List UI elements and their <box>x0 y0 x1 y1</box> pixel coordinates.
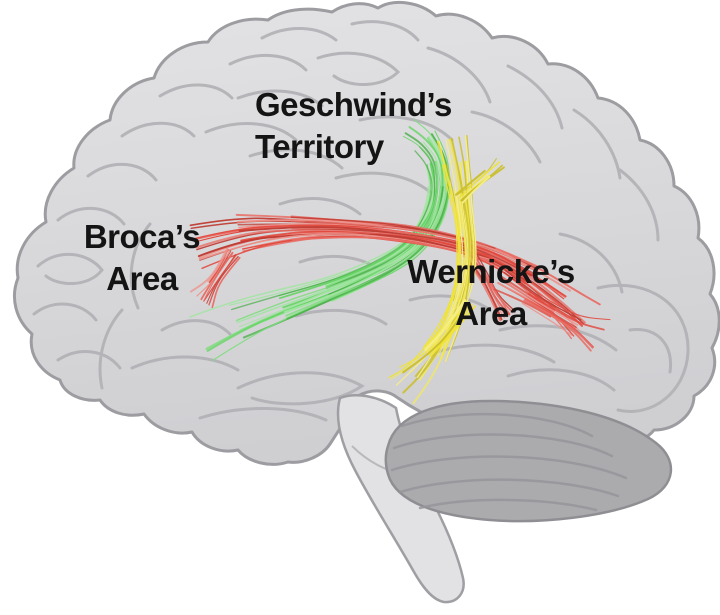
label-geschwind-territory: Geschwind’s Territory <box>255 84 452 168</box>
label-wernicke-area: Wernicke’s Area <box>341 251 641 335</box>
posterior-segment-yellow-fiber <box>458 136 473 305</box>
anterior-segment-green <box>189 119 452 362</box>
wernicke-fan-red-fiber <box>504 269 582 321</box>
wernicke-wisp-yellow-fiber <box>402 302 471 374</box>
gyri-lines <box>32 20 690 422</box>
posterior-segment-yellow-fiber <box>388 164 462 379</box>
long-segment-red-fiber <box>290 216 496 249</box>
broca-terminal-red-fiber <box>203 254 237 302</box>
wernicke-wisp-yellow-fiber <box>429 305 476 358</box>
wernicke-wisp-yellow-fiber <box>424 299 467 352</box>
wernicke-fan-red-fiber <box>521 302 573 336</box>
crossing-red-fiber <box>469 249 511 315</box>
broca-terminal-red-fiber <box>208 256 239 306</box>
crossing-red-fiber <box>467 250 510 316</box>
cerebellum <box>384 399 673 523</box>
wernicke-fan-red-fiber <box>499 278 579 326</box>
wernicke-fan-red-fiber <box>500 275 555 312</box>
posterior-segment-yellow-fiber <box>445 189 468 331</box>
anterior-segment-green-fiber <box>325 186 438 287</box>
wernicke-fan-red-fiber <box>524 298 594 349</box>
broca-label-line2: Area <box>106 260 178 297</box>
wernicke-label-line1: Wernicke’s <box>407 253 575 290</box>
broca-terminal-red-fiber <box>190 247 228 293</box>
wernicke-fan-red <box>493 266 611 352</box>
wernicke-fan-red-fiber <box>528 291 580 323</box>
wernicke-label-line2: Area <box>455 295 527 332</box>
anterior-segment-green-fiber <box>229 164 431 306</box>
posterior-segment-yellow-fiber <box>423 164 458 349</box>
long-segment-red <box>189 213 601 340</box>
posterior-branch-yellow-fiber <box>458 161 501 200</box>
posterior-branch-yellow <box>454 158 505 204</box>
long-segment-red-fiber <box>291 236 491 262</box>
posterior-branch-yellow-fiber <box>462 175 491 204</box>
crossing-red-fiber <box>472 247 516 312</box>
geschwind-label-line2: Territory <box>255 128 384 165</box>
crossing-red-fiber <box>462 254 500 322</box>
cerebellum-striations <box>390 413 628 512</box>
wernicke-wisp-yellow-fiber <box>425 300 467 352</box>
label-broca-area: Broca’s Area <box>42 216 242 300</box>
wernicke-fan-red-fiber <box>493 288 552 318</box>
wernicke-fan-red-fiber <box>507 266 611 321</box>
broca-label-line1: Broca’s <box>83 218 201 255</box>
geschwind-label-line1: Geschwind’s <box>255 86 452 123</box>
wernicke-wisp-yellow-fiber <box>423 297 463 350</box>
broca-terminal-red-fiber <box>196 250 231 297</box>
fiber-tracts <box>189 119 611 405</box>
posterior-branch-yellow-fiber <box>454 169 486 196</box>
broca-terminal-red <box>190 247 241 309</box>
long-segment-red-fiber <box>240 230 583 327</box>
wernicke-wisp-yellow-fiber <box>399 301 469 369</box>
wernicke-wisp-yellow <box>399 297 476 374</box>
broca-terminal-red-fiber <box>211 256 241 309</box>
